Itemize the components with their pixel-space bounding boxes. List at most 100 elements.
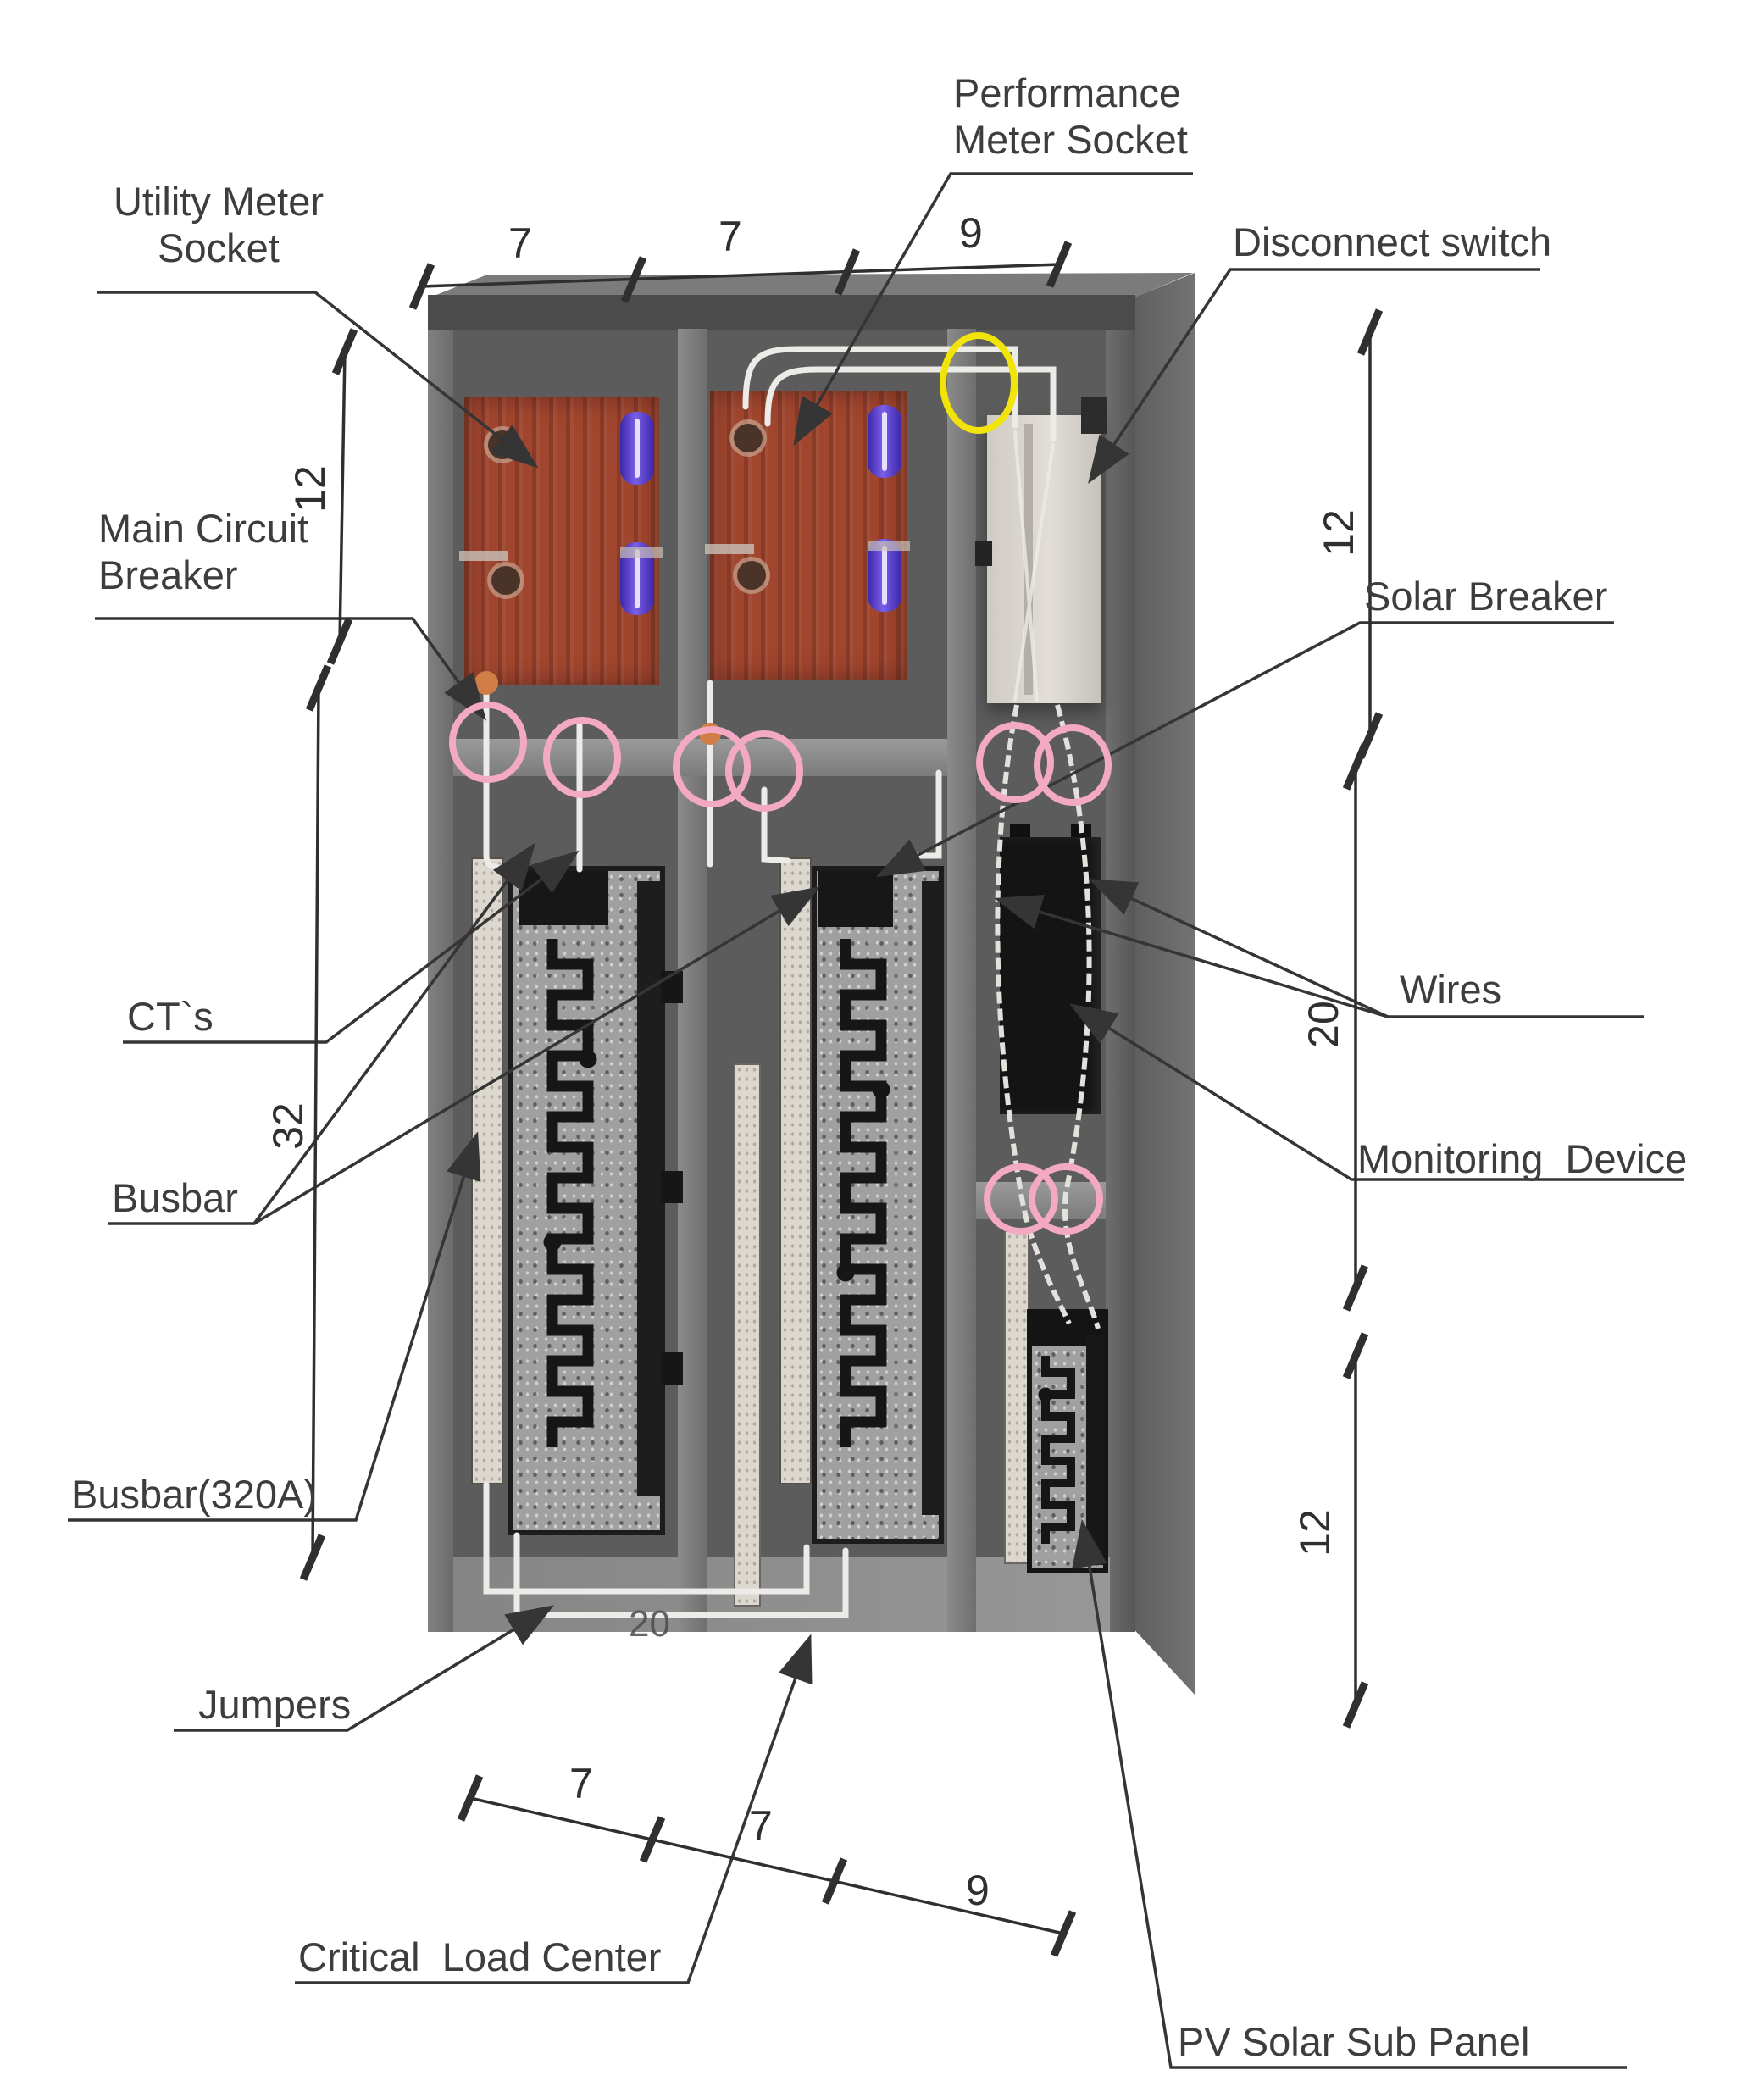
wire-top-a	[742, 346, 1018, 429]
dim-bottom-7a: 7	[569, 1760, 593, 1807]
label-utility-meter-socket: Utility Meter Socket	[113, 179, 325, 271]
middle-panel-right-bus	[922, 881, 942, 1515]
label-jumpers: Jumpers	[198, 1682, 352, 1727]
meter-bayonet-icon	[868, 405, 901, 478]
disconnect-clip	[1081, 397, 1107, 434]
busbar-strip-middle	[779, 857, 812, 1484]
wire-solar-right	[1055, 704, 1101, 1329]
pink-circle	[976, 722, 1054, 803]
label-solar-breaker: Solar Breaker	[1364, 574, 1608, 619]
leader-wires-2	[1088, 879, 1389, 1018]
disconnect-switch-box	[975, 397, 1107, 703]
label-cts: CT`s	[127, 994, 214, 1039]
label-disconnect-switch: Disconnect switch	[1233, 219, 1552, 264]
dim-left-12: 12	[286, 465, 334, 513]
wire-jumper-2	[513, 1532, 849, 1618]
label-wires: Wires	[1400, 967, 1502, 1012]
dim-interior-20: 20	[629, 1603, 670, 1645]
jumper-bus-strip	[734, 1063, 761, 1607]
monitoring-device-foot	[1010, 824, 1030, 837]
leader-busbar-320a	[68, 1131, 481, 1522]
left-panel-tab	[661, 1352, 683, 1385]
meter-tab-slot	[620, 547, 663, 558]
leader-wires-1	[994, 895, 1644, 1018]
label-busbar-320a: Busbar(320A)	[71, 1472, 317, 1517]
pink-circle-solar	[984, 1163, 1058, 1235]
label-performance-meter-socket: Performance Meter Socket	[953, 70, 1188, 163]
shelf-right-section	[976, 1182, 1106, 1219]
dim-bottom-9: 9	[966, 1867, 990, 1914]
leader-disconnect-switch	[1088, 268, 1540, 484]
divider-right	[947, 329, 976, 1632]
cabinet-side-face	[1135, 273, 1195, 1695]
leader-utility-meter-socket	[97, 291, 539, 469]
busbar-320a-strip	[471, 857, 503, 1484]
dim-bottom-7b: 7	[749, 1802, 773, 1850]
dim-left-12-line	[338, 351, 347, 642]
label-busbar: Busbar	[112, 1175, 238, 1220]
dimension-lines	[311, 263, 1372, 1935]
shelf-main	[453, 739, 947, 776]
pink-circle-solar	[1029, 1163, 1103, 1235]
disconnect-latch	[975, 541, 992, 566]
pv-panel-right-bus	[1086, 1335, 1103, 1565]
yellow-circle-wire-crossing	[940, 332, 1018, 434]
middle-panel-zigzag	[840, 939, 887, 1447]
meter-tab-slot	[459, 551, 508, 561]
left-panel-tab	[661, 1171, 683, 1203]
leader-critical-load-center	[295, 1634, 813, 1984]
dim-right-12a: 12	[1314, 509, 1362, 557]
dim-right-12b: 12	[1290, 1509, 1339, 1557]
orange-connector-dot	[474, 671, 498, 695]
dimension-ticks	[299, 241, 1384, 1957]
label-monitoring-device: Monitoring Device	[1357, 1136, 1688, 1181]
cabinet-top-rail	[428, 295, 1135, 330]
leader-jumpers	[174, 1605, 554, 1732]
pink-circle-main-breaker	[449, 702, 527, 783]
meter-bayonet-icon	[620, 412, 654, 485]
meter-screw-icon	[737, 561, 766, 590]
leader-monitoring-device	[1069, 1003, 1684, 1181]
wire-disconnect-inner	[1013, 430, 1055, 702]
cabinet-floor	[453, 1557, 1110, 1632]
dim-right-20: 20	[1299, 1001, 1347, 1048]
dim-bottom-line	[469, 1796, 1064, 1935]
leader-performance-meter-socket	[793, 172, 1193, 447]
leader-pv-solar-sub-panel	[1072, 1519, 1627, 2069]
meter-screw-icon	[491, 566, 520, 595]
left-panel-zigzag	[546, 939, 594, 1447]
meter-screw-icon	[734, 424, 763, 452]
dim-left-32: 32	[263, 1102, 312, 1150]
solar-wires-group	[995, 704, 1101, 1329]
dim-top-7b: 7	[718, 213, 742, 260]
leader-cts	[123, 850, 580, 1044]
meter-bayonet-icon	[868, 539, 901, 612]
wire-jumper-1	[483, 1481, 810, 1595]
cabinet-right-wall	[1106, 329, 1135, 1632]
wiring-group	[483, 346, 1057, 1618]
meter-tab-slot	[705, 544, 754, 554]
wire-middle-right	[896, 769, 942, 859]
pink-circle	[725, 730, 803, 812]
dim-top-line	[421, 263, 1060, 288]
leader-busbar-2	[253, 886, 821, 1225]
cabinet-top-face	[428, 273, 1193, 298]
disconnect-groove	[1024, 424, 1033, 695]
leader-solar-breaker	[875, 621, 1614, 878]
middle-panel-header	[818, 871, 893, 927]
leader-main-circuit-breaker	[95, 617, 487, 721]
pink-circle	[1034, 724, 1112, 806]
busbar-zigzag-group	[543, 939, 1075, 1544]
pv-panel-zigzag	[1041, 1356, 1075, 1544]
pink-circle	[543, 717, 621, 798]
meter-tab-slot	[868, 541, 910, 551]
breaker-marker-circles	[449, 332, 1112, 1235]
wire-top-b	[764, 366, 1057, 442]
dim-left-32-line	[311, 687, 320, 1558]
dim-top-9: 9	[959, 209, 983, 257]
wire-solar-left	[995, 704, 1072, 1325]
label-main-circuit-breaker: Main Circuit Breaker	[98, 506, 309, 598]
wire-middle-breaker	[761, 786, 791, 864]
